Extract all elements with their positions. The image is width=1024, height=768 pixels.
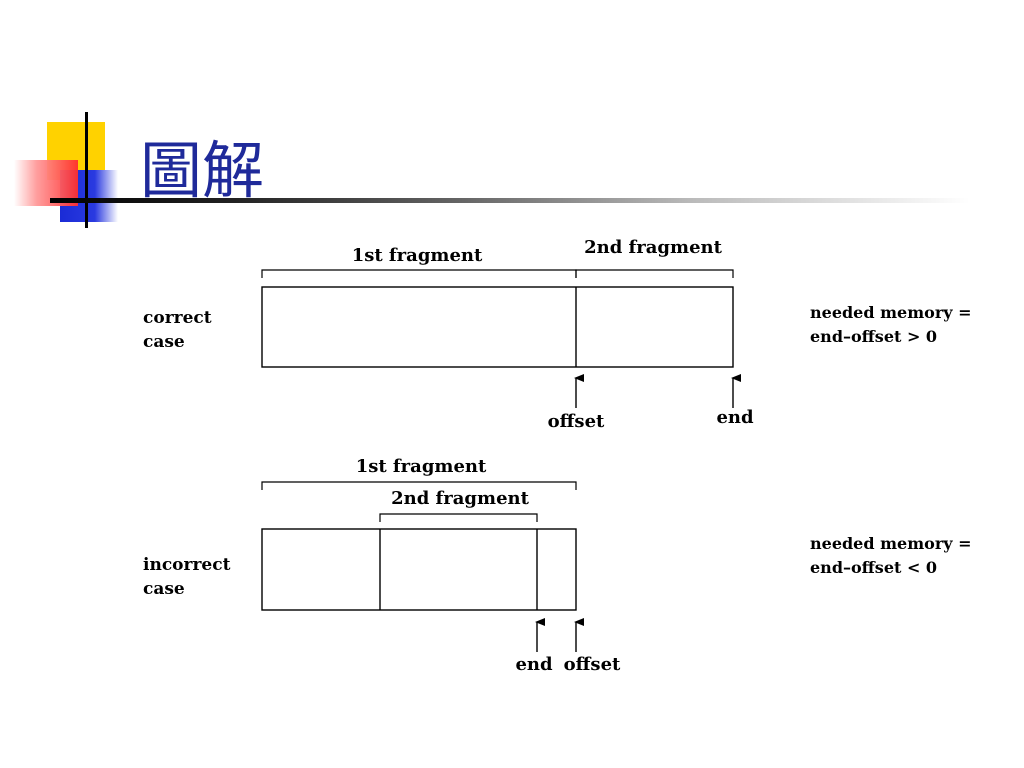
incorrect-frag2-bracket bbox=[379, 513, 538, 522]
correct-memory-box bbox=[261, 286, 734, 368]
slide-title: 圖解 bbox=[140, 134, 265, 207]
incorrect-frag1-bracket bbox=[261, 481, 577, 490]
incorrect-frag1-label: 1st fragment bbox=[356, 456, 487, 477]
correct-case-label-line1: correct bbox=[143, 308, 212, 328]
incorrect-end-label: end bbox=[515, 654, 553, 675]
correct-offset-label: offset bbox=[548, 411, 605, 432]
correct-frag2-label: 2nd fragment bbox=[584, 237, 723, 258]
correct-frag1-label: 1st fragment bbox=[352, 245, 483, 266]
correct-memory-note-line1: needed memory = bbox=[810, 303, 972, 322]
correct-case-label-line2: case bbox=[143, 332, 185, 352]
incorrect-case-group: 1st fragment 2nd fragment incorrect case… bbox=[143, 456, 972, 675]
incorrect-memory-note-line2: end–offset < 0 bbox=[810, 558, 937, 577]
correct-frag2-bracket bbox=[575, 269, 734, 278]
correct-memory-note-line2: end–offset > 0 bbox=[810, 327, 937, 346]
incorrect-memory-note-line1: needed memory = bbox=[810, 534, 972, 553]
correct-case-group: 1st fragment 2nd fragment correct case o… bbox=[143, 237, 972, 432]
correct-frag1-bracket bbox=[261, 269, 577, 278]
incorrect-memory-box bbox=[261, 528, 577, 611]
title-underline bbox=[50, 198, 970, 203]
decor-vertical-line bbox=[85, 112, 88, 228]
incorrect-offset-label: offset bbox=[564, 654, 621, 675]
correct-end-label: end bbox=[716, 407, 754, 428]
incorrect-frag2-label: 2nd fragment bbox=[391, 488, 530, 509]
incorrect-case-label-line2: case bbox=[143, 579, 185, 599]
incorrect-case-label-line1: incorrect bbox=[143, 555, 231, 575]
